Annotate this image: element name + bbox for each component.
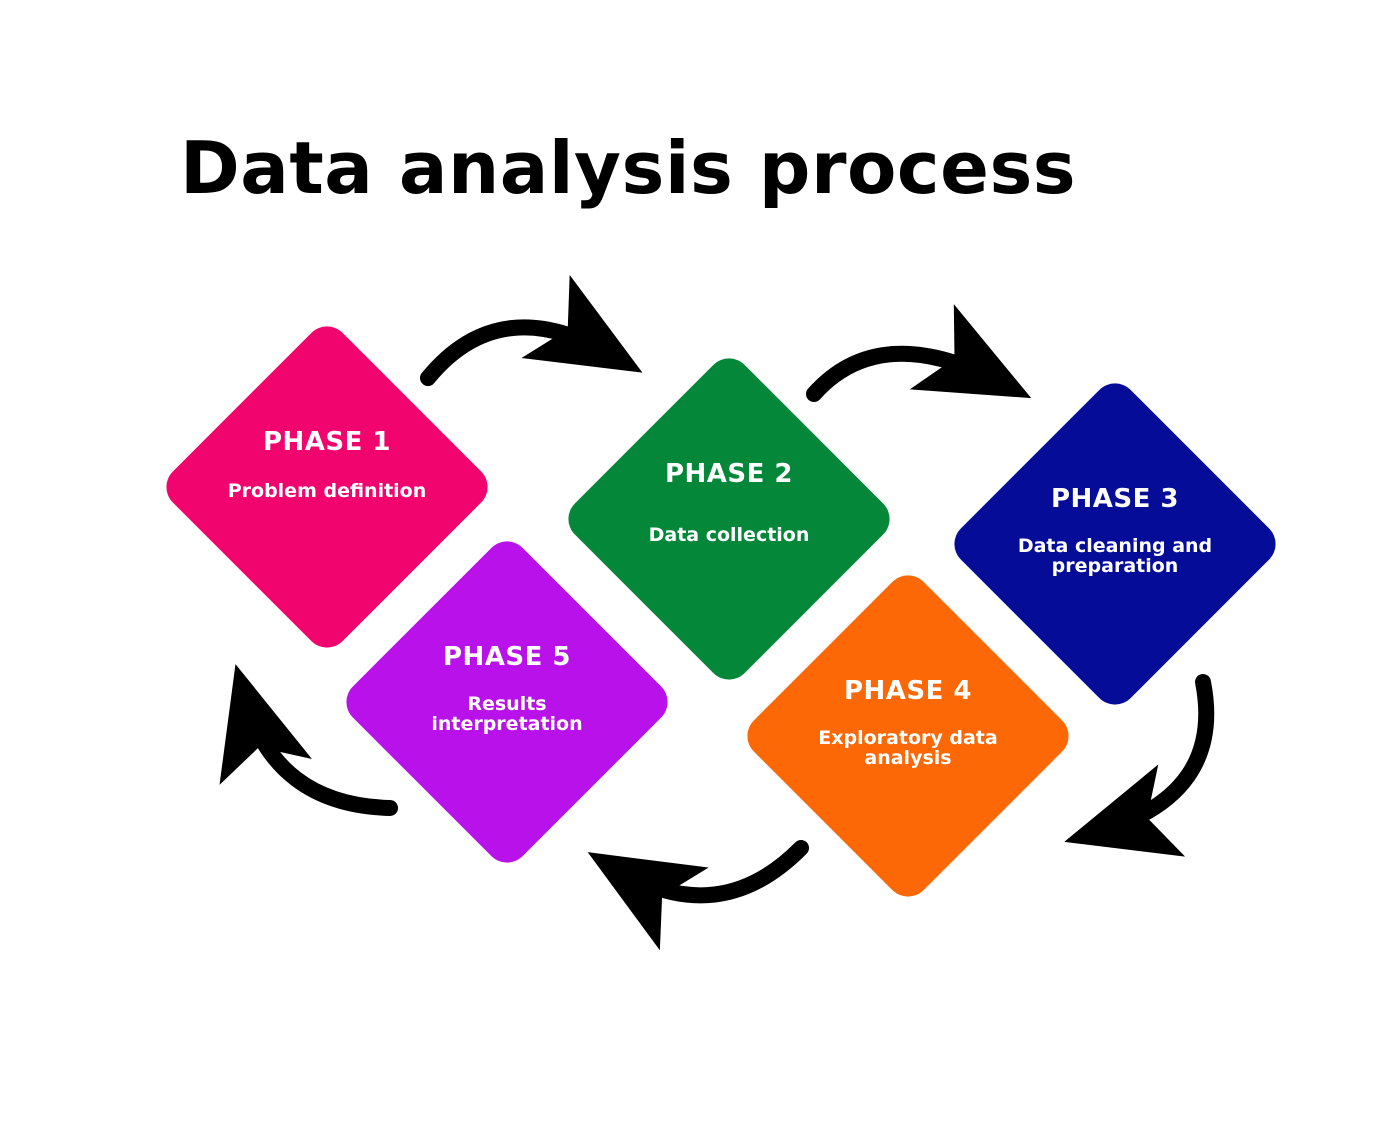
page-title: Data analysis process xyxy=(180,126,1077,210)
phase-3-diamond xyxy=(954,383,1276,705)
arrow-phase2-to-phase3 xyxy=(806,304,1032,402)
phase-4-diamond xyxy=(747,575,1069,897)
phase-1-diamond xyxy=(166,326,488,648)
phase-2-label: PHASE 2 xyxy=(664,459,794,489)
phase-5-diamond xyxy=(346,541,668,863)
phase-3-description: Data cleaning and preparation xyxy=(1017,535,1213,578)
phase-5-description: Results interpretation xyxy=(431,693,583,736)
phase-2-description: Data collection xyxy=(648,524,810,547)
phase-1: PHASE 1 Problem definition xyxy=(167,427,487,607)
phase-1-description: Problem definition xyxy=(227,480,427,503)
arrow-phase3-to-phase4 xyxy=(1064,674,1215,857)
phase-3: PHASE 3 Data cleaning and preparation xyxy=(955,484,1275,664)
arrow-phase5-to-phase1 xyxy=(219,664,398,816)
arrow-phase4-to-phase5 xyxy=(587,840,809,951)
phase-4-label: PHASE 4 xyxy=(843,676,973,706)
phase-4-description: Exploratory data analysis xyxy=(818,727,998,770)
phase-3-label: PHASE 3 xyxy=(1050,484,1180,514)
phase-2: PHASE 2 Data collection xyxy=(569,459,889,639)
phase-4: PHASE 4 Exploratory data analysis xyxy=(748,676,1068,856)
phase-1-label: PHASE 1 xyxy=(262,427,392,457)
arrow-phase1-to-phase2 xyxy=(420,274,643,386)
phase-5-label: PHASE 5 xyxy=(442,642,572,672)
phase-2-diamond xyxy=(568,358,890,680)
phase-5: PHASE 5 Results interpretation xyxy=(347,642,667,822)
